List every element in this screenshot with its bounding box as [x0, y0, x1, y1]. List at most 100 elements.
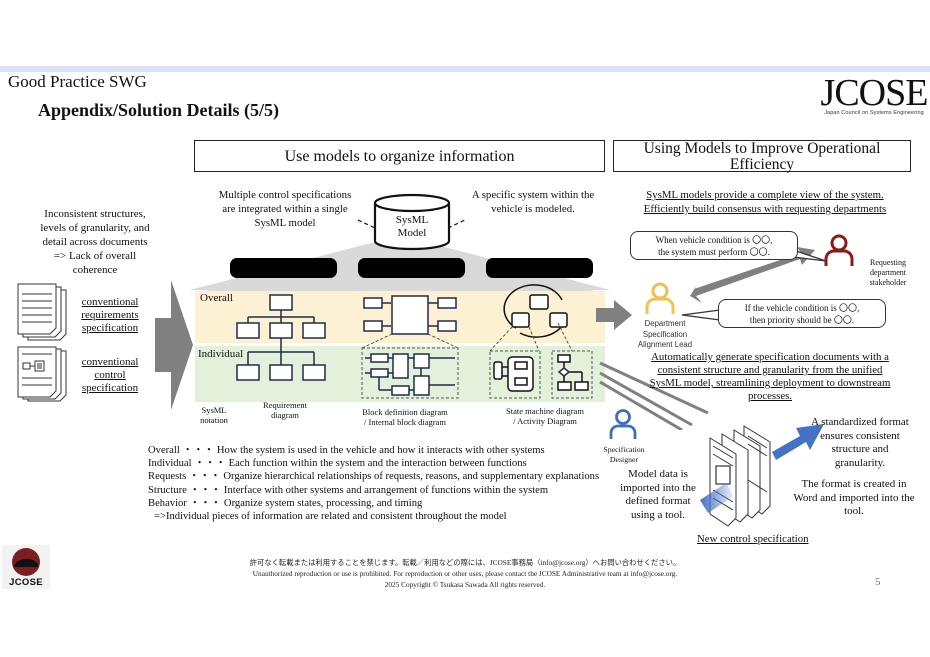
label-line: Department: [644, 319, 686, 328]
bubble-line: When vehicle condition is 〇〇,: [655, 235, 773, 245]
jcose-logo: JCOSE Japan Council on Systems Engineeri…: [818, 74, 930, 116]
doc-label-line: requirements: [81, 309, 139, 321]
footer-jcose-logo-icon: [2, 545, 50, 589]
heading-line: consistent structure and granularity fro…: [657, 364, 883, 376]
doc-label-line: conventional: [81, 296, 139, 308]
caption-line: SysML: [201, 405, 227, 415]
bubble-line: If the vehicle condition is 〇〇,: [744, 303, 860, 313]
block-diagram-caption: Block definition diagram / Internal bloc…: [350, 407, 460, 427]
designer-person-icon: [609, 409, 637, 439]
caption-line: Block definition diagram: [362, 407, 448, 417]
control-document-stack-icon: [17, 346, 67, 402]
conventional-control-label: conventional control specification: [70, 356, 150, 395]
label-line: Requesting: [870, 258, 906, 267]
stakeholder-person-icon: [824, 234, 854, 266]
text-line: structure and: [831, 443, 889, 455]
bubble-bottom-tail: [681, 309, 721, 321]
caption-line: Requirement: [263, 400, 307, 410]
definition-item: Individual ・・・ Each function within the …: [148, 457, 599, 470]
note-line: A specific system within the: [471, 189, 595, 201]
heading-line: processes.: [747, 390, 793, 402]
definition-term: Requests: [148, 471, 187, 483]
sysml-model-diagram: [190, 219, 610, 402]
requirements-document-stack-icon: [17, 283, 67, 341]
doc-label-line: conventional: [81, 356, 139, 368]
note-line: are integrated within a single: [222, 203, 348, 215]
doc-label-line: specification: [81, 382, 139, 394]
logo-subtitle: Japan Council on Systems Engineering: [824, 110, 924, 116]
consensus-heading: SysML models provide a complete view of …: [625, 188, 905, 216]
blue-output-arrow-icon: [772, 424, 824, 460]
heading-line: SysML models provide a complete view of …: [646, 189, 884, 201]
conventional-requirements-label: conventional requirements specification: [70, 296, 150, 335]
problem-line: Inconsistent structures,: [44, 208, 146, 220]
definition-separator: ・・・: [186, 484, 224, 496]
label-line: Alignment Lead: [637, 340, 693, 349]
model-label-line: SysML: [395, 214, 429, 226]
label-line: Specification: [642, 329, 688, 339]
autogen-heading: Automatically generate specification doc…: [640, 351, 900, 403]
text-line: A standardized format: [811, 416, 909, 428]
definition-item: Overall ・・・ How the system is used in th…: [148, 444, 599, 457]
definition-item: Requests ・・・ Organize hierarchical relat…: [148, 470, 599, 483]
page-number: 5: [875, 576, 881, 588]
caption-line: / Activity Diagram: [513, 416, 577, 426]
black-label-bar: [486, 258, 593, 278]
note-line: vehicle is modeled.: [491, 203, 575, 215]
right-panel-arrows: [596, 247, 815, 430]
right-section-title: Using Models to Improve Operational Effi…: [613, 140, 911, 173]
block-definition-diagram: [363, 295, 457, 335]
notice-en: Unauthorized reproduction or use is proh…: [252, 569, 678, 578]
definition-term: Structure: [148, 484, 187, 496]
footer-logo-text: JCOSE: [9, 577, 43, 588]
arrows-to-new-spec: [599, 361, 709, 430]
definition-item: Behavior ・・・ Organize system states, pro…: [148, 497, 599, 510]
import-text: Model data is imported into the defined …: [618, 468, 698, 522]
speech-bubble-top: When vehicle condition is 〇〇, the system…: [630, 231, 798, 260]
problem-line: detail across documents: [42, 236, 148, 248]
text-line: ensures consistent: [820, 429, 900, 442]
top-accent-stripe: [0, 66, 930, 72]
notice-jp: 許可なく転載または利用することを禁じます。転載／利用などの際には、JCOSE事務…: [249, 558, 681, 567]
definition-text: Each function within the system and the …: [228, 458, 527, 470]
label-line: stakeholder: [869, 278, 907, 287]
arrow-to-lead-icon: [596, 300, 632, 330]
definition-separator: ・・・: [186, 471, 224, 483]
problem-description: Inconsistent structures, levels of granu…: [20, 207, 170, 277]
word-format-text: The format is created in Word and import…: [784, 478, 924, 519]
new-spec-label: New control specification: [697, 533, 809, 545]
definition-text: Organize system states, processing, and …: [223, 497, 423, 509]
label-line: Designer: [609, 455, 639, 464]
designer-label: Specification Designer: [598, 445, 650, 465]
text-line: Model data is: [628, 468, 688, 480]
lead-label: Department Specification Alignment Lead: [630, 319, 700, 351]
slide-title: Appendix/Solution Details (5/5): [38, 100, 280, 120]
caption-line: State machine diagram: [506, 406, 584, 416]
definition-separator: ・・・: [191, 458, 229, 470]
text-line: granularity.: [834, 456, 886, 469]
problem-line: levels of granularity, and: [40, 222, 150, 234]
speech-bubble-bottom: If the vehicle condition is 〇〇, then pri…: [718, 299, 886, 328]
text-line: imported into the: [620, 481, 696, 494]
black-label-bar: [358, 258, 465, 278]
definition-text: Interface with other systems and arrange…: [223, 484, 549, 496]
footer-notice: 許可なく転載または利用することを禁じます。転載／利用などの際には、JCOSE事務…: [230, 557, 700, 590]
doc-label-line: specification: [81, 322, 139, 334]
requirement-diagram: [236, 294, 326, 381]
double-arrow-icon: [690, 247, 815, 303]
standard-format-text: A standardized format ensures consistent…: [805, 416, 915, 470]
state-machine-diagram: [503, 284, 568, 338]
label-line: department: [870, 268, 906, 277]
text-line: The format is created in: [801, 478, 907, 490]
sysml-notation-label: SysML notation: [194, 405, 234, 425]
new-control-specification-icon: [700, 424, 824, 527]
sysml-model-cylinder-icon: [373, 193, 451, 251]
text-line: using a tool.: [630, 508, 686, 521]
label-line: Specification: [603, 445, 645, 454]
section-label: Good Practice SWG: [8, 72, 147, 91]
heading-line: Efficiently build consensus with request…: [643, 203, 887, 215]
definition-text: How the system is used in the vehicle an…: [216, 445, 545, 456]
text-line: tool.: [844, 505, 864, 517]
definitions-conclusion: =>Individual pieces of information are r…: [154, 511, 507, 523]
note-line: SysML model: [254, 217, 316, 229]
